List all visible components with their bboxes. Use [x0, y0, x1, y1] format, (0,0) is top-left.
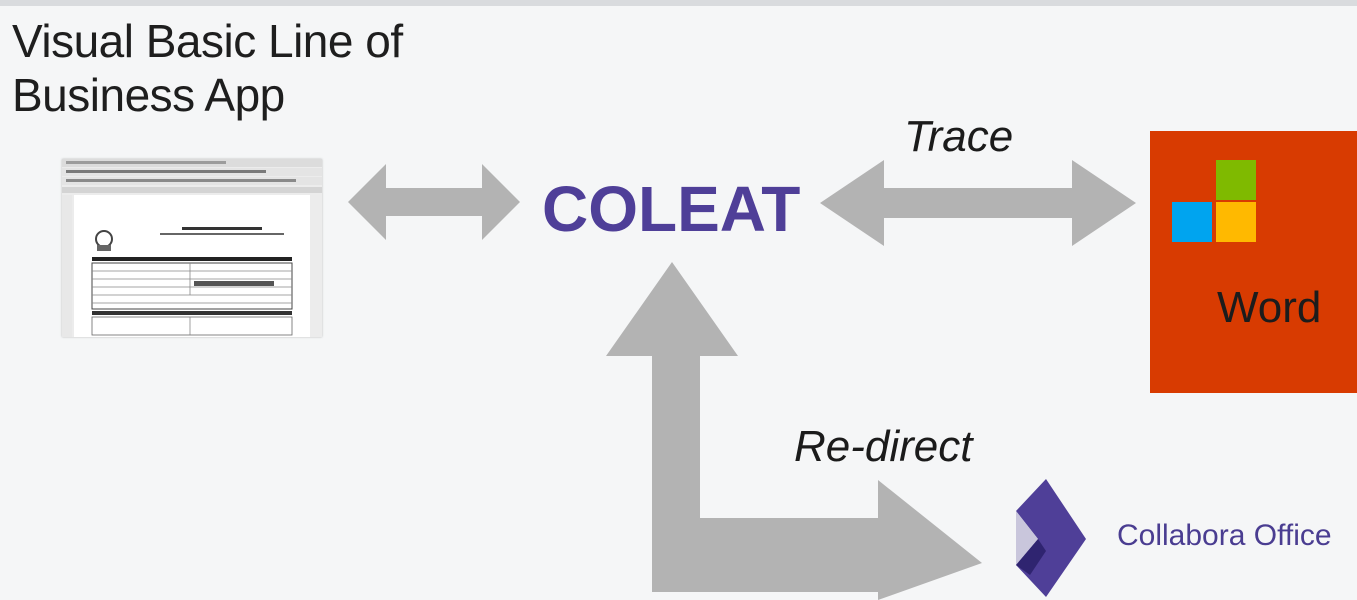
logo-square-green: [1216, 160, 1256, 200]
app-thumbnail-image: [62, 159, 322, 337]
title-line-2: Business App: [12, 69, 285, 121]
page-title: Visual Basic Line of Business App: [12, 14, 403, 122]
redirect-label: Re-direct: [794, 422, 973, 471]
trace-label: Trace: [904, 112, 1014, 161]
coleat-label: COLEAT: [542, 173, 801, 245]
word-tile: Word: [1150, 131, 1357, 393]
logo-square-blue: [1172, 202, 1212, 242]
word-label: Word: [1217, 283, 1322, 332]
arrow-coleat-collabora: [606, 262, 982, 600]
arrow-coleat-word: [820, 160, 1136, 246]
title-line-1: Visual Basic Line of: [12, 15, 403, 67]
arrow-app-coleat: [348, 164, 520, 240]
top-strip: [0, 0, 1357, 6]
word-logo-icon: [1172, 160, 1258, 242]
collabora-logo-icon: [1016, 479, 1086, 597]
collabora-label: Collabora Office: [1117, 519, 1332, 552]
vb-app-screenshot: [62, 159, 322, 337]
logo-square-yellow: [1216, 202, 1256, 242]
